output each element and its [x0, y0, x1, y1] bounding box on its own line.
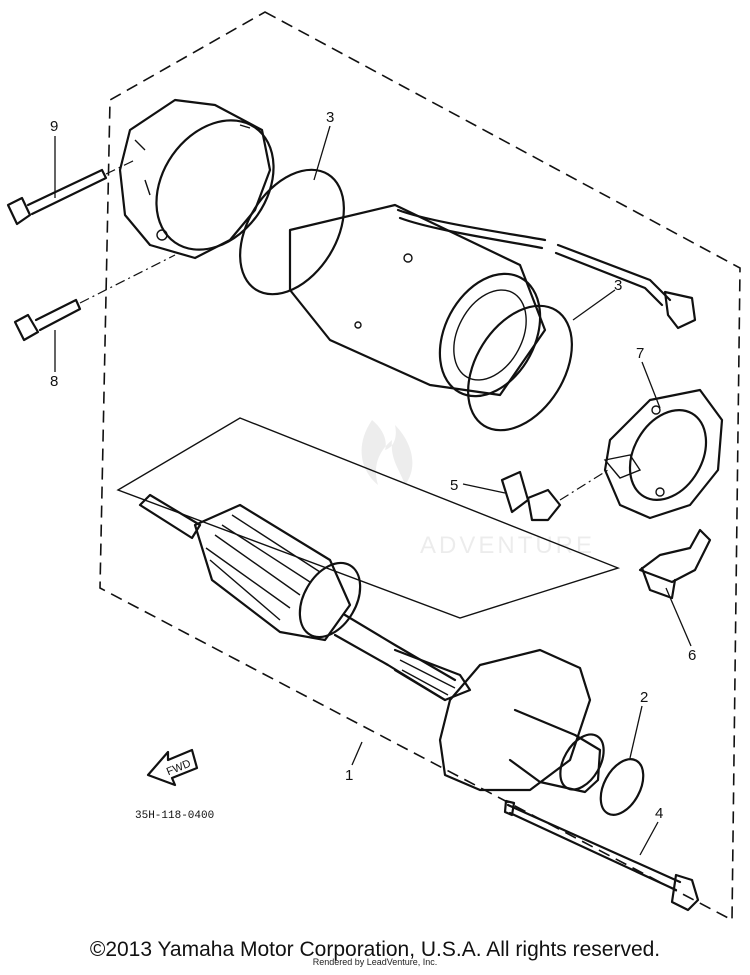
callout-4: 4 [655, 805, 663, 822]
callout-9: 9 [50, 118, 58, 135]
rear-end-cover [118, 98, 275, 260]
callout-6: 6 [688, 647, 696, 664]
drawing-code: 35H-118-0400 [135, 810, 214, 822]
callout-3-lower: 3 [614, 277, 622, 294]
watermark-logo: ADVENTURE [361, 420, 595, 559]
part-5-brush [500, 470, 562, 522]
callout-2: 2 [640, 689, 648, 706]
part-3-o-ring-rear [239, 168, 345, 296]
fwd-arrow: FWD [146, 748, 199, 787]
callout-8: 8 [50, 373, 58, 390]
callout-7: 7 [636, 345, 644, 362]
copyright-notice: ©2013 Yamaha Motor Corporation, U.S.A. A… [89, 938, 661, 961]
yoke-housing [288, 203, 697, 398]
part-6-terminal [638, 528, 712, 600]
callout-3-upper: 3 [326, 109, 334, 126]
armature [138, 493, 472, 702]
assembly-boundary [99, 11, 741, 922]
callout-1: 1 [345, 767, 353, 784]
armature-group-boundary [116, 417, 621, 619]
callout-5: 5 [450, 477, 458, 494]
part-4-through-bolt [503, 799, 700, 912]
rendered-by-note: Rendered by LeadVenture, Inc. [312, 957, 438, 967]
part-2-o-ring [599, 758, 645, 816]
watermark-text: ADVENTURE [420, 532, 595, 559]
part-7-brush-plate [603, 388, 724, 520]
part-8-bolt [13, 298, 82, 342]
part-9-bolt [6, 168, 108, 226]
front-end-cover [438, 648, 605, 794]
part-3-o-ring-front [467, 304, 573, 432]
